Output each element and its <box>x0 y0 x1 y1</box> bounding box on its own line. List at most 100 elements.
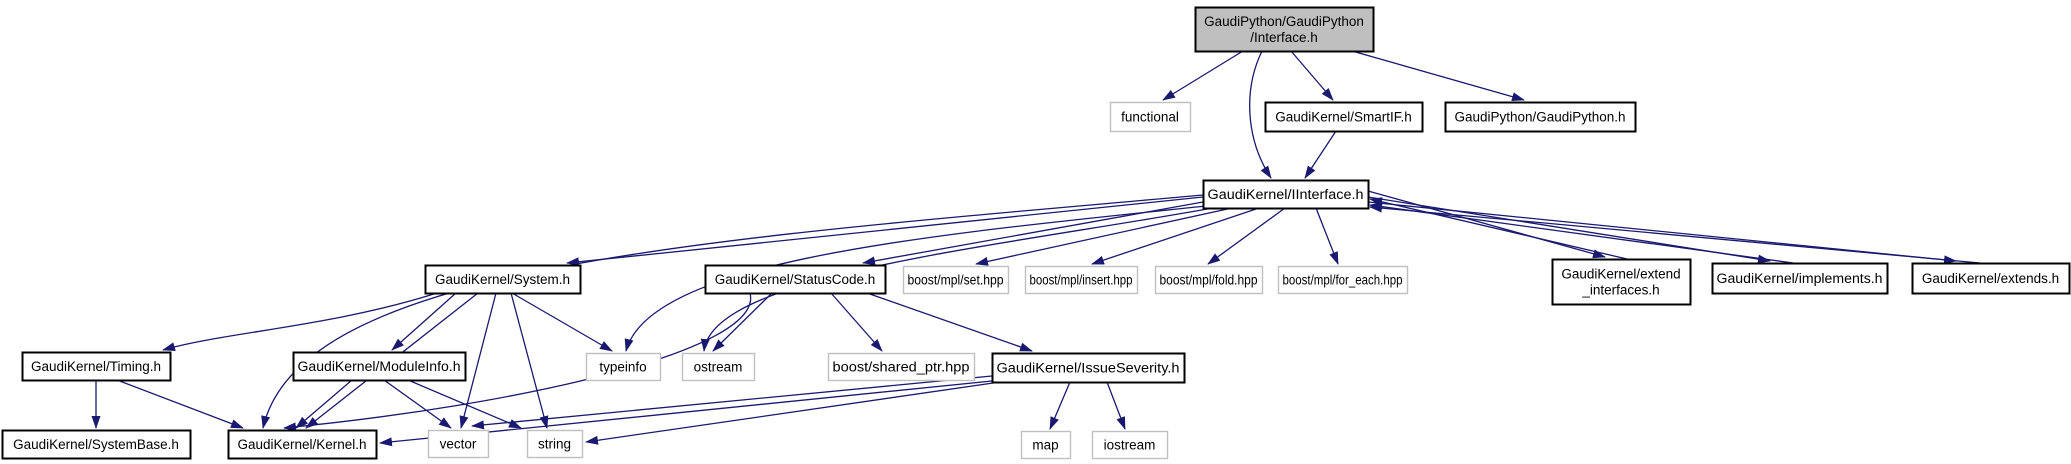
edge-iinterface-to-system <box>566 196 1204 267</box>
node-label-mpl_insert: boost/mpl/insert.hpp <box>1030 272 1133 287</box>
node-label-mpl_set: boost/mpl/set.hpp <box>908 272 1004 287</box>
node-mpl_foreach: boost/mpl/for_each.hpp <box>1277 265 1409 295</box>
node-label-implements: GaudiKernel/implements.h <box>1717 271 1883 286</box>
node-label-system: GaudiKernel/System.h <box>435 272 570 287</box>
node-box-vector <box>427 429 490 459</box>
node-label-ostream: ostream <box>694 359 743 374</box>
node-implements[interactable]: GaudiKernel/implements.h <box>1711 262 1889 295</box>
node-box-ostream <box>681 352 756 382</box>
node-label-issueseverity: GaudiKernel/IssueSeverity.h <box>997 360 1180 375</box>
node-map: map <box>1020 430 1072 460</box>
node-vector: vector <box>427 429 490 459</box>
edge-extendif-to-iinterface <box>1369 197 1628 260</box>
node-label-mpl_foreach: boost/mpl/for_each.hpp <box>1283 272 1403 287</box>
node-box-functional <box>1109 101 1192 133</box>
node-mpl_fold: boost/mpl/fold.hpp <box>1154 265 1264 295</box>
edge-system-to-moduleinfo <box>391 292 457 351</box>
node-string: string <box>526 429 584 459</box>
node-kernel[interactable]: GaudiKernel/Kernel.h <box>227 429 378 460</box>
node-box-timing[interactable] <box>21 351 172 382</box>
node-label-map: map <box>1032 437 1058 452</box>
node-label-functional: functional <box>1121 109 1179 124</box>
edge-system-to-string <box>510 292 549 429</box>
node-box-statuscode[interactable] <box>704 264 887 295</box>
node-system[interactable]: GaudiKernel/System.h <box>424 264 582 295</box>
edge-iinterface-to-kernel <box>261 194 1204 429</box>
node-box-mpl_foreach <box>1277 265 1409 295</box>
node-box-map <box>1020 430 1072 460</box>
edge-interface-to-iinterface <box>1249 50 1272 179</box>
node-ostream: ostream <box>681 352 756 382</box>
node-label-string: string <box>538 436 571 451</box>
edge-moduleinfo-to-string <box>407 379 522 429</box>
node-typeinfo: typeinfo <box>585 352 662 382</box>
node-box-typeinfo <box>585 352 662 382</box>
edge-statuscode-to-issueseverity <box>866 292 1033 352</box>
node-extendif[interactable]: GaudiKernel/extend_interfaces.h <box>1551 258 1692 306</box>
edge-statuscode-to-ostream <box>712 292 773 352</box>
node-gaudipython[interactable]: GaudiPython/GaudiPython.h <box>1444 101 1637 133</box>
node-label-extendif-line1: GaudiKernel/extend <box>1561 266 1680 281</box>
edge-system-to-timing <box>162 292 438 351</box>
edge-moduleinfo-to-vector <box>383 379 452 429</box>
edge-iinterface-to-extendif <box>1367 190 1606 259</box>
node-box-systembase[interactable] <box>1 429 192 460</box>
node-box-moduleinfo[interactable] <box>292 351 467 382</box>
node-box-implements[interactable] <box>1711 262 1889 295</box>
edge-iinterface-to-mpl_set <box>975 207 1233 266</box>
node-box-kernel[interactable] <box>227 429 378 460</box>
node-box-iinterface[interactable] <box>1202 179 1370 210</box>
edge-smartif-to-iinterface <box>1304 130 1337 179</box>
node-interface[interactable]: GaudiPython/GaudiPython/Interface.h <box>1194 6 1375 53</box>
node-label-kernel: GaudiKernel/Kernel.h <box>237 437 366 452</box>
node-label-mpl_fold: boost/mpl/fold.hpp <box>1160 272 1258 287</box>
node-smartif[interactable]: GaudiKernel/SmartIF.h <box>1264 101 1424 133</box>
node-issueseverity[interactable]: GaudiKernel/IssueSeverity.h <box>991 352 1186 384</box>
edge-issueseverity-to-vector <box>471 375 993 430</box>
node-label-systembase: GaudiKernel/SystemBase.h <box>13 437 179 452</box>
edge-iinterface-to-mpl_fold <box>1207 207 1286 265</box>
edge-statuscode-to-sharedptr <box>830 292 883 352</box>
node-box-extendif[interactable] <box>1551 258 1692 306</box>
node-label-extends: GaudiKernel/extends.h <box>1922 271 2059 286</box>
node-statuscode[interactable]: GaudiKernel/StatusCode.h <box>704 264 887 295</box>
node-label-extendif-line2: _interfaces.h <box>1581 282 1659 297</box>
node-label-vector: vector <box>440 436 477 451</box>
edge-interface-to-smartif <box>1290 50 1334 101</box>
node-box-issueseverity[interactable] <box>991 352 1186 384</box>
edge-timing-to-kernel <box>116 379 244 429</box>
node-label-statuscode: GaudiKernel/StatusCode.h <box>715 272 876 287</box>
edge-issueseverity-to-iostream <box>1106 381 1126 430</box>
node-box-mpl_set <box>902 265 1010 295</box>
node-iinterface[interactable]: GaudiKernel/IInterface.h <box>1202 179 1370 210</box>
node-box-extends[interactable] <box>1911 262 2071 295</box>
node-timing[interactable]: GaudiKernel/Timing.h <box>21 351 172 382</box>
node-functional: functional <box>1109 101 1192 133</box>
node-box-sharedptr <box>827 352 976 382</box>
node-label-sharedptr: boost/shared_ptr.hpp <box>833 359 970 374</box>
node-box-gaudipython[interactable] <box>1444 101 1637 133</box>
node-box-string <box>526 429 584 459</box>
node-box-iostream <box>1091 430 1169 460</box>
node-sharedptr: boost/shared_ptr.hpp <box>827 352 976 382</box>
edge-system-to-typeinfo <box>511 292 613 352</box>
node-extends[interactable]: GaudiKernel/extends.h <box>1911 262 2071 295</box>
node-systembase[interactable]: GaudiKernel/SystemBase.h <box>1 429 192 460</box>
node-box-system[interactable] <box>424 264 582 295</box>
edge-issueseverity-to-string <box>585 381 1001 445</box>
edge-iinterface-to-mpl_foreach <box>1315 207 1339 265</box>
node-iostream: iostream <box>1091 430 1169 460</box>
node-box-smartif[interactable] <box>1264 101 1424 133</box>
edge-implements-to-iinterface <box>1369 202 1794 264</box>
node-label-moduleinfo: GaudiKernel/ModuleInfo.h <box>298 359 461 374</box>
edge-moduleinfo-to-kernel <box>295 379 353 429</box>
node-label-iinterface: GaudiKernel/IInterface.h <box>1208 187 1364 202</box>
edge-interface-to-functional <box>1162 50 1244 101</box>
node-label-gaudipython: GaudiPython/GaudiPython.h <box>1454 109 1625 124</box>
node-label-interface-line1: GaudiPython/GaudiPython <box>1204 14 1364 29</box>
node-moduleinfo[interactable]: GaudiKernel/ModuleInfo.h <box>292 351 467 382</box>
node-box-interface[interactable] <box>1194 6 1375 53</box>
node-box-mpl_fold <box>1154 265 1264 295</box>
edge-extends-to-iinterface <box>1369 203 1981 264</box>
